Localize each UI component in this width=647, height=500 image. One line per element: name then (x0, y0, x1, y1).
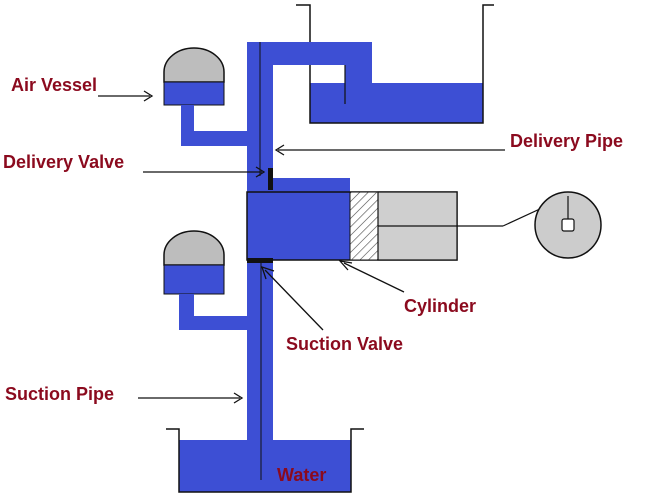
suction-pipe-label: Suction Pipe (5, 384, 114, 404)
piston-packing (349, 191, 379, 261)
delivery-pipe-label: Delivery Pipe (510, 131, 623, 151)
delivery-tank-wall (296, 4, 494, 124)
upper-air-vessel-connector (181, 105, 249, 146)
delivery-valve-label: Delivery Valve (3, 152, 124, 172)
delivery-tank (296, 4, 494, 124)
water-label: Water (277, 465, 326, 485)
upper-air-vessel (163, 47, 249, 146)
lower-air-vessel-connector (179, 294, 249, 330)
upper-air-vessel-air (163, 47, 225, 83)
suction-valve (247, 258, 273, 263)
air-vessel-label: Air Vessel (11, 75, 97, 95)
delivery-valve (268, 168, 273, 190)
lower-air-vessel-water (163, 264, 225, 295)
lower-air-vessel-air (163, 230, 225, 266)
suction-valve-label: Suction Valve (286, 334, 403, 354)
delivery-tank-water (310, 83, 483, 123)
lower-air-vessel (163, 230, 249, 330)
cylinder-assembly (246, 178, 602, 261)
cylinder-water (247, 178, 350, 260)
suction-pipe-body (247, 263, 273, 440)
label-arrows (98, 90, 505, 404)
upper-air-vessel-water (163, 81, 225, 106)
cylinder-label: Cylinder (404, 296, 476, 316)
sump-wall (166, 428, 364, 493)
crank-pin (561, 218, 575, 232)
sump-tank (166, 428, 364, 493)
delivery-pipe-body (247, 42, 372, 178)
